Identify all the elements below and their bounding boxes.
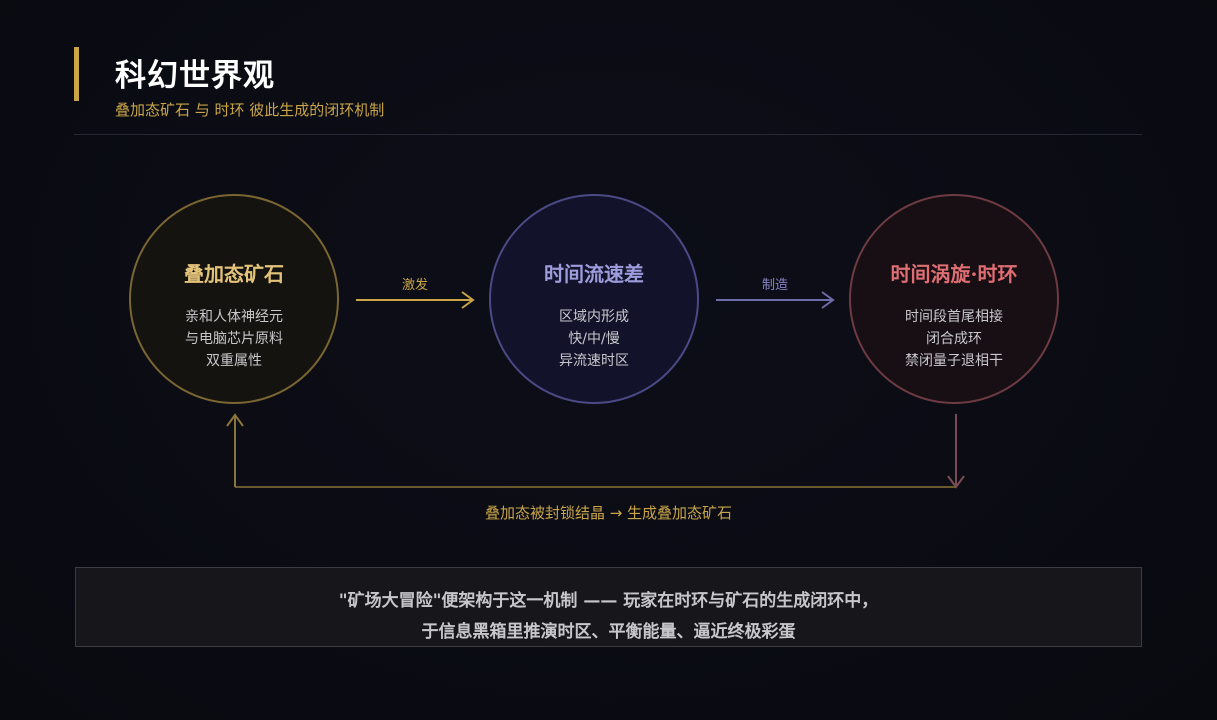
node-line: 禁闭量子退相干	[905, 353, 1003, 369]
node-description: 时间段首尾相接 闭合成环 禁闭量子退相干	[851, 306, 1057, 372]
summary-box: "矿场大冒险"便架构于这一机制 —— 玩家在时环与矿石的生成闭环中， 于信息黑箱…	[75, 567, 1142, 647]
arrow-loop-up	[226, 413, 244, 487]
node-description: 区域内形成 快/中/慢 异流速时区	[491, 306, 697, 372]
title-accent-bar	[74, 47, 79, 101]
arrow-loop-down	[947, 414, 965, 489]
node-line: 异流速时区	[559, 353, 629, 369]
node-line: 与电脑芯片原料	[185, 331, 283, 347]
node-line: 时间段首尾相接	[905, 309, 1003, 325]
node-title: 叠加态矿石	[184, 262, 284, 286]
node-line: 双重属性	[206, 353, 262, 369]
node-line: 闭合成环	[926, 331, 982, 347]
header-divider	[74, 134, 1142, 135]
node-time-vortex-loop: 时间涡旋·时环 时间段首尾相接 闭合成环 禁闭量子退相干	[849, 194, 1059, 404]
node-line: 亲和人体神经元	[185, 309, 283, 325]
node-time-flow-difference: 时间流速差 区域内形成 快/中/慢 异流速时区	[489, 194, 699, 404]
node-superposition-ore: 叠加态矿石 亲和人体神经元 与电脑芯片原料 双重属性	[129, 194, 339, 404]
arrow-create	[716, 291, 835, 309]
node-description: 亲和人体神经元 与电脑芯片原料 双重属性	[131, 306, 337, 372]
summary-line-2: 于信息黑箱里推演时区、平衡能量、逼近终极彩蛋	[421, 622, 796, 642]
page-subtitle: 叠加态矿石 与 时环 彼此生成的闭环机制	[115, 101, 385, 119]
loop-label: 叠加态被封锁结晶 → 生成叠加态矿石	[484, 504, 733, 522]
arrow-excite	[356, 291, 475, 309]
arrow-label-create: 制造	[762, 278, 789, 293]
summary-line-1: "矿场大冒险"便架构于这一机制 —— 玩家在时环与矿石的生成闭环中，	[338, 591, 879, 611]
page-title: 科幻世界观	[115, 58, 275, 94]
node-title: 时间涡旋·时环	[890, 262, 1018, 286]
node-line: 区域内形成	[559, 309, 629, 325]
arrow-label-excite: 激发	[402, 278, 429, 293]
node-title: 时间流速差	[544, 262, 644, 286]
node-line: 快/中/慢	[568, 331, 620, 347]
